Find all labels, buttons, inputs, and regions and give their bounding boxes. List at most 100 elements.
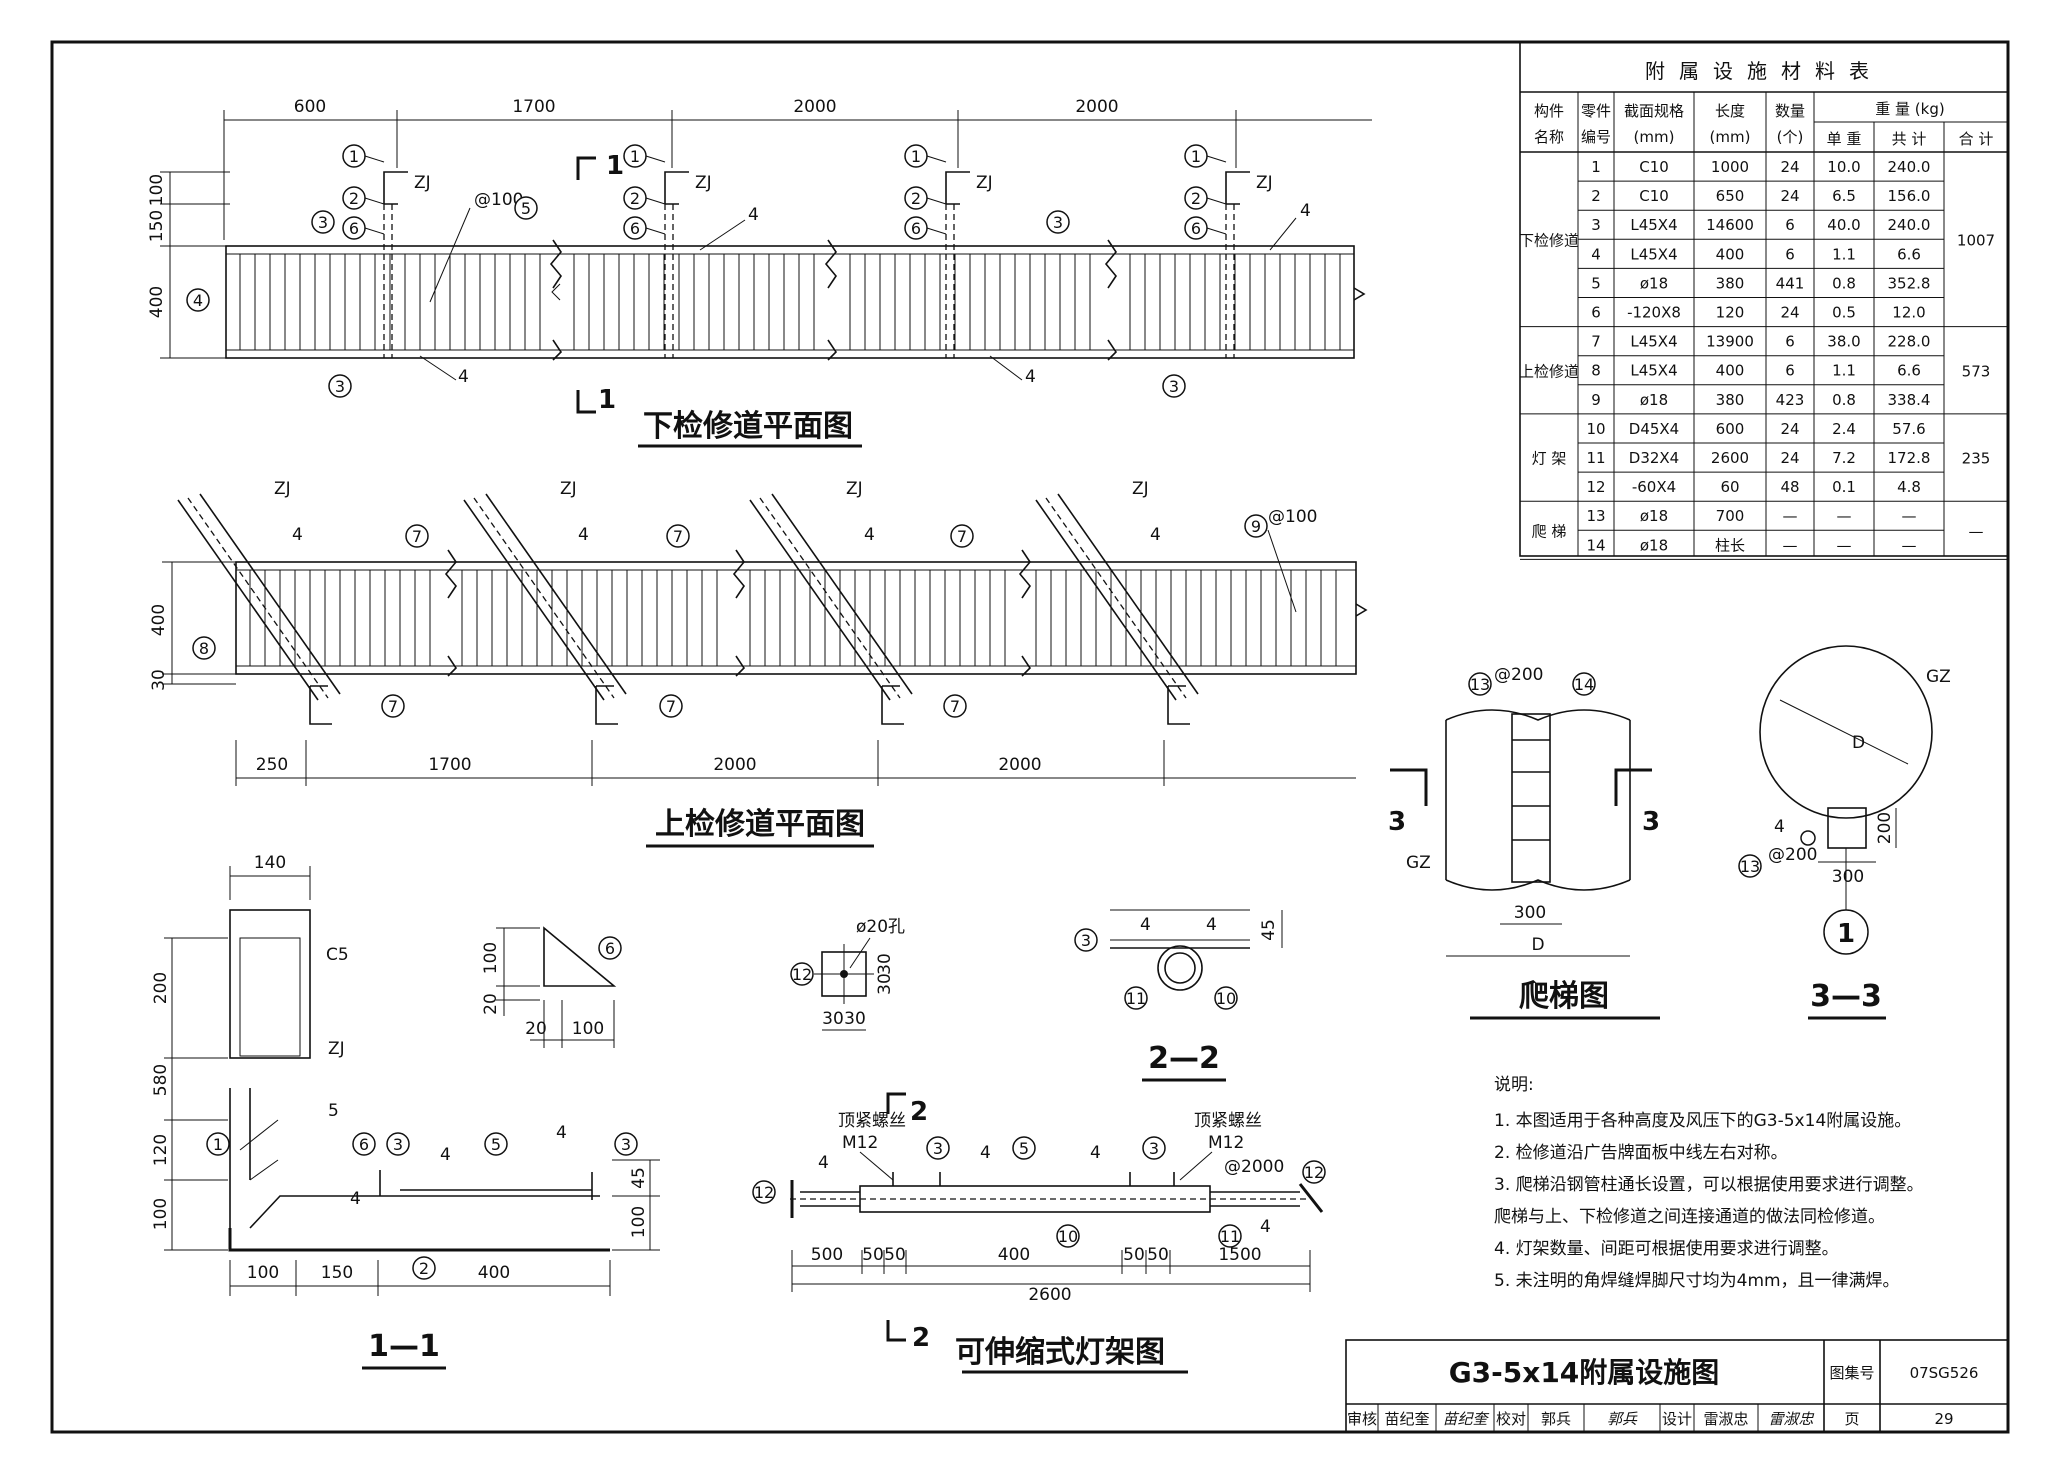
table-cell: 700 <box>1716 507 1745 525</box>
sec33-dim-v: 200 <box>1875 812 1895 844</box>
lamp-dim-value: 500 <box>811 1245 843 1265</box>
sec11-w5: 5 <box>328 1101 339 1121</box>
ladder-cut-l: 3 <box>1388 807 1406 837</box>
support-centerline <box>1045 497 1187 699</box>
channel-bracket <box>945 171 970 205</box>
support-diagonal <box>749 499 891 701</box>
lamp-total: 2600 <box>1028 1285 1071 1305</box>
svg-text:3: 3 <box>318 213 328 232</box>
tb-checker: 郭兵 <box>1541 1410 1571 1428</box>
table-cell: 400 <box>1716 245 1745 263</box>
note-5: 5. 未注明的角焊缝焊脚尺寸均为4mm，且一律满焊。 <box>1494 1271 1900 1291</box>
table-cell: 6.6 <box>1897 362 1921 380</box>
svg-text:1: 1 <box>911 147 921 166</box>
sec11-dim-l1: 200 <box>151 972 171 1004</box>
table-cell: 24 <box>1780 304 1799 322</box>
table-title: 附属设施材料表 <box>1645 59 1883 83</box>
table-group-total: — <box>1969 522 1984 540</box>
table-cell: 24 <box>1780 158 1799 176</box>
upper-bubble-7a: 7 <box>405 524 429 548</box>
table-cell: 13900 <box>1706 333 1754 351</box>
table-cell: ø18 <box>1640 391 1668 409</box>
svg-text:2: 2 <box>1191 189 1201 208</box>
plate12-dv1: 30 <box>875 953 895 975</box>
table-cell: 240.0 <box>1888 216 1931 234</box>
upper-plan-title: 上检修道平面图 <box>655 807 865 842</box>
table-cell: 600 <box>1716 420 1745 438</box>
lower-side-dim-1: 100 <box>147 174 167 206</box>
tb-page-label: 页 <box>1844 1410 1859 1428</box>
support-diagonal <box>771 493 913 695</box>
sec11-bubble-6: 6 <box>352 1132 376 1156</box>
sec11-dim-r2: 100 <box>629 1206 649 1238</box>
bubble-6: 6 <box>623 216 647 240</box>
lower-bubble-3d: 3 <box>1162 374 1186 398</box>
table-cell: 48 <box>1780 478 1799 496</box>
table-cell: 24 <box>1780 420 1799 438</box>
lamp-weld-r: 4 <box>1260 1217 1271 1237</box>
note-2: 2. 检修道沿广告牌面板中线左右对称。 <box>1494 1143 1788 1163</box>
table-cell: 1 <box>1591 158 1601 176</box>
table-cell: 57.6 <box>1892 420 1925 438</box>
table-cell: L45X4 <box>1630 362 1677 380</box>
table-cell: 0.8 <box>1832 391 1856 409</box>
sec11-dim-l2: 580 <box>151 1064 171 1096</box>
lower-bubble-3c: 3 <box>1046 210 1070 234</box>
svg-text:12: 12 <box>792 965 812 984</box>
channel-bracket <box>1225 171 1250 205</box>
svg-text:7: 7 <box>412 527 422 546</box>
table-cell: 11 <box>1586 449 1605 467</box>
th-section-1: 截面规格 <box>1624 102 1684 120</box>
svg-text:9: 9 <box>1251 517 1261 536</box>
table-cell: 8 <box>1591 362 1601 380</box>
lower-bubble-3a: 3 <box>311 210 335 234</box>
sec33-dim-h: 300 <box>1832 867 1864 887</box>
svg-text:1: 1 <box>630 147 640 166</box>
channel-bracket <box>664 171 689 205</box>
table-cell: 1.1 <box>1832 362 1856 380</box>
lamp-bolt-r: 顶紧螺丝 <box>1194 1111 1262 1131</box>
zj-label: ZJ <box>274 479 291 499</box>
table-cell: 0.5 <box>1832 304 1856 322</box>
sec11-dim-r1: 45 <box>629 1167 649 1189</box>
lower-bubble-4: 4 <box>186 288 210 312</box>
upper-dim-1: 250 <box>256 755 288 775</box>
tb-designer: 雷淑忠 <box>1703 1410 1748 1428</box>
table-cell: ø18 <box>1640 274 1668 292</box>
table-cell: 2 <box>1591 187 1601 205</box>
table-cell: 4.8 <box>1897 478 1921 496</box>
table-cell: 6 <box>1785 333 1795 351</box>
sec11-dim-top: 140 <box>254 853 286 873</box>
support-diagonal <box>177 499 319 701</box>
svg-text:6: 6 <box>349 219 359 238</box>
table-group-total: 235 <box>1962 450 1991 468</box>
table-group-total: 573 <box>1962 362 1991 380</box>
svg-text:2: 2 <box>911 189 921 208</box>
lamp-dim-value: 400 <box>998 1245 1030 1265</box>
lower-side-dim-2: 150 <box>147 210 167 242</box>
tb-reviewer-sig: 苗纪奎 <box>1442 1410 1489 1428</box>
upper-dim-4: 2000 <box>998 755 1041 775</box>
title-block: G3-5x14附属设施图 图集号 07SG526 页 29 审核 苗纪奎 苗纪奎… <box>1345 1339 2009 1433</box>
sec11-dim-l3: 120 <box>151 1134 171 1166</box>
sec11-dim-b1: 100 <box>247 1263 279 1283</box>
svg-text:3: 3 <box>1053 213 1063 232</box>
svg-text:2: 2 <box>419 1259 429 1278</box>
svg-text:7: 7 <box>673 527 683 546</box>
lower-side-dim-3: 400 <box>147 286 167 318</box>
sec11-c5: C5 <box>326 945 349 965</box>
svg-text:7: 7 <box>950 697 960 716</box>
table-cell: 0.1 <box>1832 478 1856 496</box>
table-cell: 4 <box>1591 245 1601 263</box>
zj-label: ZJ <box>414 173 431 193</box>
zj-label: ZJ <box>695 173 712 193</box>
zj-label: ZJ <box>560 479 577 499</box>
support-diagonal <box>1057 493 1199 695</box>
table-cell: 2.4 <box>1832 420 1856 438</box>
note-3: 3. 爬梯沿钢管柱通长设置，可以根据使用要求进行调整。 <box>1494 1174 1924 1195</box>
table-cell: 1.1 <box>1832 245 1856 263</box>
table-cell: 12 <box>1586 478 1605 496</box>
table-cell: 423 <box>1776 391 1805 409</box>
plate-6: 100 20 20 100 6 <box>481 926 622 1048</box>
ladder-title: 爬梯图 <box>1519 979 1609 1014</box>
